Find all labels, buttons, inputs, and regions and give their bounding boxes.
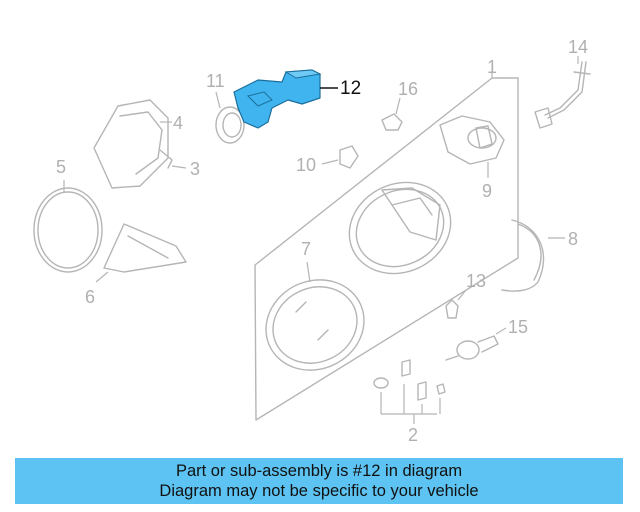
callout-2: 2 bbox=[408, 425, 419, 445]
callout-14: 14 bbox=[568, 37, 589, 57]
screw-part-16[interactable] bbox=[381, 97, 403, 131]
bulb-part-13[interactable] bbox=[445, 289, 467, 319]
info-banner: Part or sub-assembly is #12 in diagram D… bbox=[15, 458, 623, 504]
callout-6: 6 bbox=[85, 287, 96, 307]
callout-3: 3 bbox=[190, 159, 201, 179]
callout-13: 13 bbox=[466, 271, 487, 291]
callout-9: 9 bbox=[482, 181, 493, 201]
wiring-harness-part-14[interactable] bbox=[534, 56, 591, 129]
highlighted-part-12[interactable] bbox=[233, 69, 338, 129]
banner-line-disclaimer: Diagram may not be specific to your vehi… bbox=[159, 482, 479, 500]
callout-11: 11 bbox=[206, 71, 225, 91]
bracket-part-6[interactable] bbox=[95, 223, 187, 283]
callout-1: 1 bbox=[487, 57, 498, 77]
callout-8: 8 bbox=[568, 229, 579, 249]
callout-7: 7 bbox=[301, 239, 312, 259]
headlamp-housing-part-1[interactable] bbox=[254, 70, 519, 421]
callout-4: 4 bbox=[173, 113, 184, 133]
callout-16: 16 bbox=[398, 79, 419, 99]
socket-part-15[interactable] bbox=[445, 327, 507, 361]
upper-lamp-reflector[interactable] bbox=[334, 166, 465, 290]
callout-10: 10 bbox=[296, 155, 317, 175]
clip-part-3[interactable] bbox=[159, 149, 187, 169]
housing-part-4[interactable] bbox=[93, 99, 172, 189]
callout-12: 12 bbox=[340, 78, 362, 99]
banner-line-part: Part or sub-assembly is #12 in diagram bbox=[175, 462, 463, 480]
seal-ring-part-5[interactable] bbox=[33, 180, 103, 273]
lower-lamp-lens-part-7[interactable] bbox=[251, 261, 379, 386]
screw-part-10[interactable] bbox=[321, 145, 359, 169]
bulb-socket-part-9[interactable] bbox=[439, 115, 505, 178]
ring-part-11[interactable] bbox=[215, 91, 245, 144]
callout-5: 5 bbox=[56, 157, 67, 177]
trim-strip-part-8[interactable] bbox=[501, 219, 565, 292]
fasteners-part-2[interactable] bbox=[373, 359, 446, 424]
callout-15: 15 bbox=[508, 317, 529, 337]
